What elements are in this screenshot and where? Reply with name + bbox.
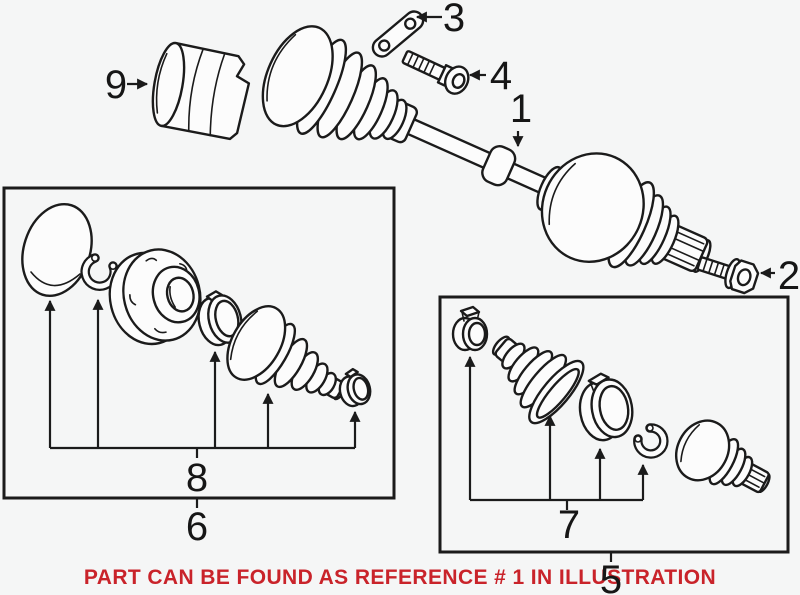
callout-4: 4 xyxy=(490,54,512,98)
callout-3: 3 xyxy=(443,0,465,40)
axle-shaft-assembly-drawing xyxy=(261,25,712,273)
boot-clamp-drawing xyxy=(197,290,243,347)
protective-cover-drawing xyxy=(151,41,251,141)
callout-arrows-main xyxy=(127,11,775,279)
callout-1: 1 xyxy=(510,87,532,131)
kit-box-5 xyxy=(438,295,790,554)
inner-cv-boot-kit-drawing xyxy=(491,335,585,425)
boot-clamp-right-drawing xyxy=(578,372,634,442)
callout-7: 7 xyxy=(558,503,580,547)
callout-8: 8 xyxy=(186,456,208,500)
small-clamp-drawing xyxy=(338,367,372,408)
outer-cv-joint-drawing xyxy=(536,152,712,273)
callout-6: 6 xyxy=(186,505,208,549)
small-clamp-right-drawing xyxy=(451,305,489,352)
callout-9: 9 xyxy=(105,63,127,107)
callout-5: 5 xyxy=(600,558,622,595)
bracket-drawing xyxy=(371,10,425,58)
outer-cv-boot-kit-drawing xyxy=(226,305,347,401)
bolt-2-drawing xyxy=(696,256,760,295)
inner-cv-boot-drawing xyxy=(261,25,419,144)
bolt-4-drawing xyxy=(401,50,470,95)
box6-pointer-arrows xyxy=(44,298,361,458)
inner-cv-joint-drawing xyxy=(675,419,771,494)
wheel-hub-drawing xyxy=(108,248,202,346)
reference-note: PART CAN BE FOUND AS REFERENCE # 1 IN IL… xyxy=(84,566,716,589)
box5-pointer-arrows xyxy=(464,355,649,510)
snap-ring-right-drawing xyxy=(633,423,669,459)
callout-2: 2 xyxy=(778,254,800,298)
kit-box-6 xyxy=(2,186,396,500)
